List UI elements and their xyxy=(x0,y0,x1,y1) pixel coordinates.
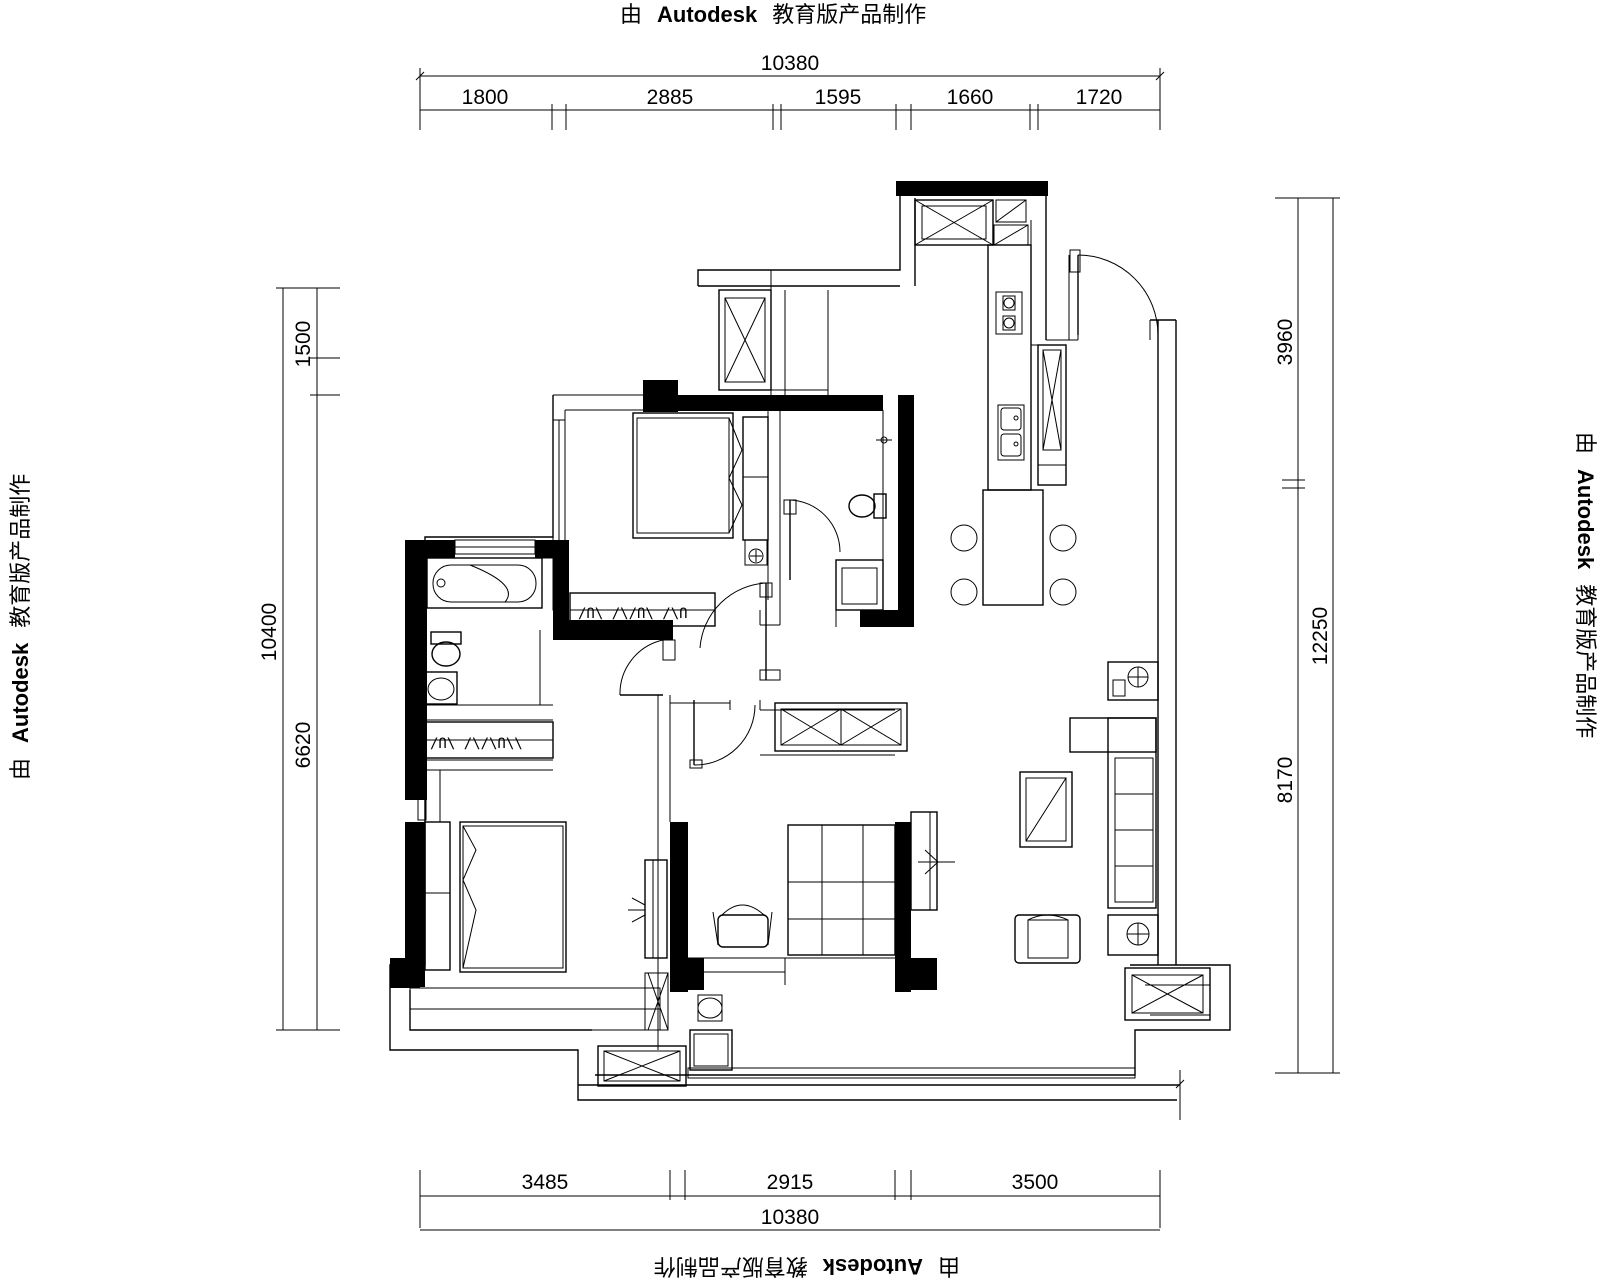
watermark-prefix: 由 xyxy=(9,758,34,780)
bathroom2-door xyxy=(619,639,676,696)
dim-left-total-label: 10400 xyxy=(258,603,281,661)
sofa-icon xyxy=(1069,717,1157,909)
watermark-suffix: 教育版产品制作 xyxy=(772,3,926,28)
armchair-icon xyxy=(1014,914,1081,964)
watermark-left: 由 Autodesk 教育版产品制作 xyxy=(8,474,34,780)
sink-icon xyxy=(424,671,458,705)
dim-bottom-seg-1: 3485 xyxy=(522,1171,569,1194)
coffee-table-icon xyxy=(1019,771,1073,848)
dimension-bottom-segments: 3485 2915 3500 xyxy=(419,1170,1161,1228)
watermark-brand: Autodesk xyxy=(1573,469,1598,570)
side-table-icon xyxy=(1107,661,1159,701)
svg-text:由 Autodesk 教育版产品制作: 由 Autodesk 教育版产品制作 xyxy=(654,1253,960,1279)
svg-text:由 Autodesk 教育版产品制作: 由 Autodesk 教育版产品制作 xyxy=(8,474,34,780)
dimension-bottom-total: 10380 xyxy=(420,1206,1160,1231)
dim-top-seg-4: 1660 xyxy=(947,86,994,109)
watermark-brand: Autodesk xyxy=(8,642,33,743)
living-furniture xyxy=(1014,661,1159,964)
watermark-brand: Autodesk xyxy=(657,2,758,27)
watermark-top: 由 Autodesk 教育版产品制作 xyxy=(620,2,926,28)
watermark-brand: Autodesk xyxy=(822,1254,923,1279)
doors xyxy=(619,249,1159,769)
wardrobe2: /Ո\ /\/\Ո\\ xyxy=(424,721,554,759)
svg-text:由 Autodesk 教育版产品制作: 由 Autodesk 教育版产品制作 xyxy=(620,2,926,28)
dim-right-upper-label: 3960 xyxy=(1274,319,1297,366)
shafts xyxy=(597,199,1211,1087)
svg-text:/Ո\ /\/Ո\ /\Ո: /Ո\ /\/Ո\ /\Ո xyxy=(578,606,688,622)
walls xyxy=(390,181,1048,992)
dimension-top-segments: 1800 2885 1595 1660 1720 xyxy=(420,86,1160,130)
study-door xyxy=(689,700,756,769)
bedroom1-furniture xyxy=(632,412,769,566)
watermark-prefix: 由 xyxy=(938,1253,960,1278)
dim-top-seg-3: 1595 xyxy=(815,86,862,109)
dim-left-upper-label: 1500 xyxy=(292,321,315,368)
dim-top-seg-5: 1720 xyxy=(1076,86,1123,109)
study-furniture xyxy=(712,702,955,956)
bathroom1-door xyxy=(783,499,841,580)
dimension-left: 10400 1500 6620 xyxy=(258,287,340,1031)
dim-top-total-label: 10380 xyxy=(761,52,819,75)
watermark-prefix: 由 xyxy=(620,3,642,28)
entry-door xyxy=(1069,249,1159,336)
svg-text:/Ո\ /\/\Ո\\: /Ո\ /\/\Ո\\ xyxy=(430,736,523,752)
bathroom1-fixtures xyxy=(835,436,892,611)
mop-sink-icon xyxy=(697,994,723,1022)
dim-bottom-seg-2: 2915 xyxy=(767,1171,814,1194)
dimension-top-total: 10380 xyxy=(415,52,1165,130)
bathroom2-fixtures xyxy=(424,557,543,705)
dining-bar xyxy=(950,489,1077,606)
chair-icon xyxy=(712,904,773,948)
bedroom2-furniture xyxy=(424,821,668,973)
kitchen-counter xyxy=(987,244,1067,491)
watermark-suffix: 教育版产品制作 xyxy=(654,1253,808,1278)
dim-right-lower-label: 8170 xyxy=(1274,757,1297,804)
dim-top-seg-1: 1800 xyxy=(462,86,509,109)
dim-right-total-label: 12250 xyxy=(1309,607,1332,665)
wardrobe1: /Ո\ /\/Ո\ /\Ո xyxy=(569,592,716,627)
balcony-fixtures xyxy=(644,972,733,1071)
watermark-suffix: 教育版产品制作 xyxy=(1572,584,1597,738)
bathtub-icon xyxy=(426,557,543,609)
watermark-right: 由 Autodesk 教育版产品制作 xyxy=(1572,432,1598,738)
washer-icon xyxy=(689,1029,733,1071)
watermark-bottom: 由 Autodesk 教育版产品制作 xyxy=(654,1253,960,1279)
toilet-icon xyxy=(848,493,887,519)
side-table-icon xyxy=(1107,914,1159,956)
vanity-icon xyxy=(835,559,884,611)
exterior-outline xyxy=(389,182,1231,1120)
windows xyxy=(409,419,1136,1079)
watermark-prefix: 由 xyxy=(1572,432,1597,454)
dim-left-lower-label: 6620 xyxy=(292,722,315,769)
shower-icon xyxy=(876,436,892,444)
watermark-suffix: 教育版产品制作 xyxy=(9,474,34,628)
svg-text:由 Autodesk 教育版产品制作: 由 Autodesk 教育版产品制作 xyxy=(1572,432,1598,738)
dim-bottom-total-label: 10380 xyxy=(761,1206,819,1229)
bedroom1-door xyxy=(699,582,781,681)
dimension-right: 3960 12250 8170 xyxy=(1274,197,1340,1074)
toilet-icon xyxy=(430,631,462,667)
dim-top-seg-2: 2885 xyxy=(647,86,694,109)
dim-bottom-seg-3: 3500 xyxy=(1012,1171,1059,1194)
